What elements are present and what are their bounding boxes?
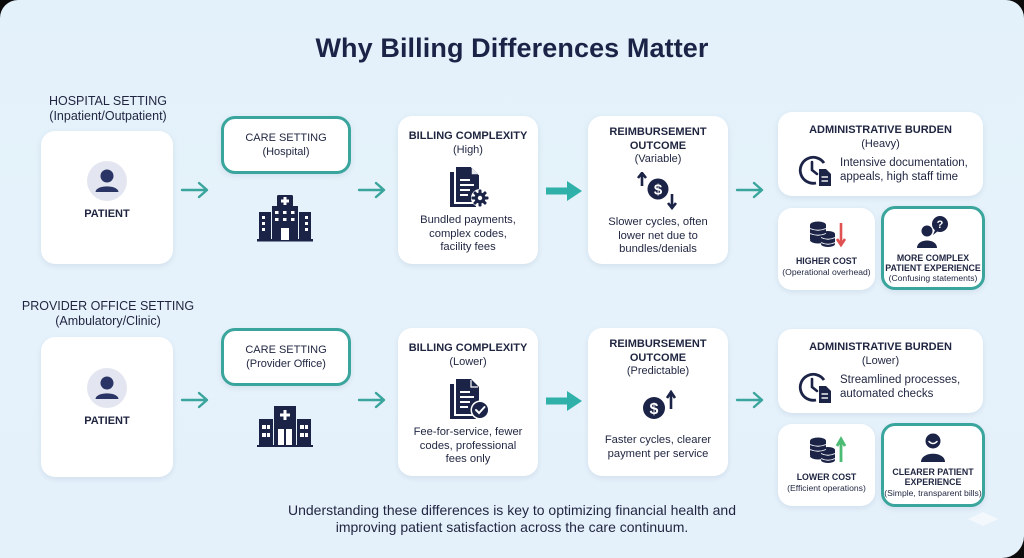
reimbursement-title-2: OUTCOME: [629, 351, 687, 364]
billing-complexity-card-provider: BILLING COMPLEXITY (Lower) Fee-for-servi…: [398, 328, 538, 476]
user-avatar-icon: [87, 161, 127, 201]
patient-experience-card-provider: CLEARER PATIENT EXPERIENCE (Simple, tran…: [881, 423, 985, 507]
setting-label: PROVIDER OFFICE SETTING: [21, 299, 195, 313]
reimbursement-desc-line: bundles/denials: [619, 243, 697, 255]
reimbursement-title: REIMBURSEMENT: [609, 338, 707, 350]
experience-title: CLEARER PATIENT: [892, 467, 974, 477]
patient-card-hospital: PATIENT: [41, 131, 173, 264]
cost-sub: (Operational overhead): [782, 267, 871, 277]
experience-title-2: PATIENT EXPERIENCE: [885, 263, 981, 273]
admin-desc-line: Intensive documentation,: [840, 157, 968, 169]
hospital-setting-label: HOSPITAL SETTING (Inpatient/Outpatient): [28, 94, 188, 124]
reimbursement-level: (Predictable): [626, 365, 690, 377]
cost-card-hospital: HIGHER COST (Operational overhead): [778, 208, 875, 290]
experience-sub: (Confusing statements): [888, 273, 978, 283]
billing-desc-line: fees only: [445, 453, 491, 465]
reimbursement-card-provider: REIMBURSEMENT OUTCOME (Predictable) $ Fa…: [588, 328, 728, 476]
admin-desc-line: Streamlined processes,: [840, 374, 961, 386]
care-setting-sub: (Hospital): [262, 146, 310, 158]
reimbursement-desc-line: lower net due to: [618, 229, 698, 242]
reimbursement-desc-line: Slower cycles, often: [608, 216, 708, 228]
billing-desc-line: complex codes,: [429, 227, 507, 240]
svg-text:?: ?: [937, 219, 944, 231]
admin-desc-line: automated checks: [840, 387, 934, 400]
cost-card-provider: LOWER COST (Efficient operations): [778, 424, 875, 506]
billing-complexity-card-hospital: BILLING COMPLEXITY (High) Bundled paymen…: [398, 116, 538, 264]
svg-text:$: $: [650, 401, 659, 418]
patient-label: PATIENT: [84, 415, 130, 427]
coins-up-arrow-icon: [809, 436, 846, 463]
clinic-building-icon: [257, 406, 313, 447]
footer-line: Understanding these differences is key t…: [287, 502, 736, 518]
admin-desc-line: appeals, high staff time: [840, 170, 959, 183]
billing-level: (High): [453, 143, 483, 156]
care-setting-sub: (Provider Office): [246, 358, 326, 370]
thick-arrow-right-icon: [546, 391, 582, 411]
clock-document-icon: [798, 372, 831, 403]
arrow-right-icon: [180, 391, 209, 409]
coins-down-arrow-icon: [809, 221, 846, 248]
care-setting-card-provider: CARE SETTING (Provider Office): [221, 328, 351, 386]
patient-experience-card-hospital: ? MORE COMPLEX PATIENT EXPERIENCE (Confu…: [881, 206, 985, 290]
reimbursement-title: REIMBURSEMENT: [609, 126, 707, 138]
admin-burden-card-provider: ADMINISTRATIVE BURDEN (Lower) Streamline…: [778, 329, 983, 413]
reimbursement-card-hospital: REIMBURSEMENT OUTCOME (Variable) $ Slowe…: [588, 116, 728, 264]
thick-arrow-right-icon: [546, 181, 582, 201]
setting-sublabel: (Inpatient/Outpatient): [49, 109, 167, 123]
footer-summary: Understanding these differences is key t…: [0, 502, 1024, 536]
setting-sublabel: (Ambulatory/Clinic): [55, 314, 161, 328]
experience-sub: (Simple, transparent bills): [884, 488, 982, 498]
billing-title: BILLING COMPLEXITY: [408, 130, 528, 142]
cost-sub: (Efficient operations): [787, 483, 866, 493]
sparkle-watermark-icon: [968, 512, 998, 526]
billing-desc-line: Fee-for-service, fewer: [413, 426, 523, 438]
page-title: Why Billing Differences Matter: [315, 33, 709, 63]
reimbursement-desc-line: Faster cycles, clearer: [604, 434, 712, 446]
billing-title: BILLING COMPLEXITY: [408, 342, 528, 354]
reimbursement-level: (Variable): [634, 153, 682, 165]
clock-document-icon: [798, 155, 831, 186]
care-setting-title: CARE SETTING: [245, 344, 327, 356]
experience-title: MORE COMPLEX: [896, 253, 970, 263]
admin-level: (Lower): [861, 354, 900, 367]
person-smile-icon: [921, 433, 945, 462]
billing-desc-line: facility fees: [440, 241, 496, 253]
reimbursement-title-2: OUTCOME: [629, 139, 687, 152]
billing-desc-line: codes, professional: [419, 439, 517, 452]
care-setting-card-hospital: CARE SETTING (Hospital): [221, 116, 351, 174]
cost-title: LOWER COST: [796, 472, 857, 482]
dollar-up-down-icon: $: [636, 172, 678, 210]
arrow-right-icon: [357, 391, 386, 409]
document-check-icon: [450, 379, 490, 420]
patient-label: PATIENT: [84, 208, 130, 220]
admin-level: (Heavy): [861, 137, 900, 150]
user-avatar-icon: [87, 368, 127, 408]
billing-level: (Lower): [449, 355, 487, 368]
setting-label: HOSPITAL SETTING: [48, 94, 168, 108]
cost-title: HIGHER COST: [795, 256, 858, 266]
arrow-right-icon: [357, 181, 386, 199]
document-gear-icon: [450, 167, 489, 207]
reimbursement-desc-line: payment per service: [607, 447, 709, 460]
svg-text:$: $: [654, 182, 663, 199]
admin-title: ADMINISTRATIVE BURDEN: [809, 341, 952, 353]
admin-burden-card-hospital: ADMINISTRATIVE BURDEN (Heavy) Intensive …: [778, 112, 983, 196]
experience-title-2: EXPERIENCE: [904, 477, 962, 487]
billing-desc-line: Bundled payments,: [420, 214, 516, 226]
arrow-right-icon: [735, 391, 764, 409]
admin-title: ADMINISTRATIVE BURDEN: [809, 124, 952, 136]
arrow-right-icon: [180, 181, 209, 199]
arrow-right-icon: [735, 181, 764, 199]
care-setting-title: CARE SETTING: [245, 132, 327, 144]
hospital-building-icon: [257, 195, 313, 242]
patient-card-provider: PATIENT: [41, 337, 173, 477]
person-question-icon: ?: [917, 216, 948, 248]
dollar-up-icon: $: [643, 390, 677, 419]
footer-line: improving patient satisfaction across th…: [335, 519, 689, 535]
provider-setting-label: PROVIDER OFFICE SETTING (Ambulatory/Clin…: [14, 299, 202, 329]
